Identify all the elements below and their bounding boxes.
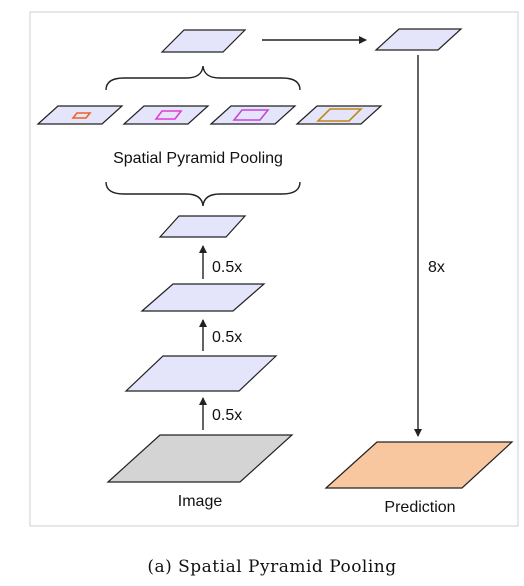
feature-map-2	[140, 283, 266, 312]
label-upsample: 8x	[428, 259, 445, 276]
input-image	[106, 434, 294, 483]
label-prediction: Prediction	[384, 499, 455, 516]
label-scale-1: 0.5x	[212, 407, 242, 424]
concatenated-feature	[160, 29, 247, 53]
label-spatial-pyramid-pooling: Spatial Pyramid Pooling	[113, 150, 283, 167]
pool-bin-2	[154, 110, 183, 120]
figure-caption: (a) Spatial Pyramid Pooling	[147, 557, 396, 577]
feature-map-3	[158, 215, 247, 238]
label-scale-2: 0.5x	[212, 329, 242, 346]
pooled-map-1	[36, 105, 124, 125]
feature-map-1	[124, 355, 278, 392]
head-feature	[374, 28, 463, 51]
pool-bin-1	[71, 112, 92, 119]
label-image: Image	[178, 493, 223, 510]
pooled-map-2	[122, 105, 210, 125]
pooled-map-3	[209, 105, 297, 125]
label-scale-3: 0.5x	[212, 259, 242, 276]
pool-bin-4	[316, 108, 363, 122]
prediction-map	[324, 441, 514, 489]
brace-upper	[105, 65, 301, 91]
brace-lower	[105, 181, 301, 207]
pool-bin-3	[232, 109, 270, 121]
